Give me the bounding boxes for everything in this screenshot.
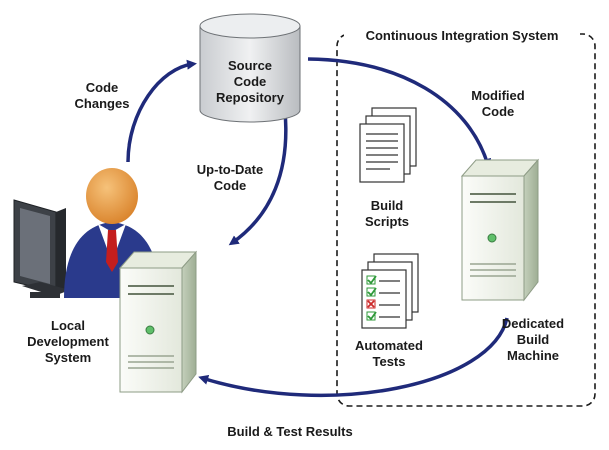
code-changes-label: Code Changes — [62, 80, 142, 112]
source-repo-label: Source Code Repository — [205, 58, 295, 106]
source-repo-line-1: Source — [227, 58, 273, 73]
modified-code-line-1: Modified — [471, 88, 525, 103]
build-machine-line-3: Machine — [506, 348, 559, 363]
arrow-code-changes — [126, 59, 197, 163]
source-repo-line-2: Code — [233, 74, 267, 89]
modified-code-label: Modified Code — [458, 88, 538, 120]
code-changes-line-1: Code — [85, 80, 119, 95]
modified-code-line-2: Code — [481, 104, 515, 119]
local-server-icon — [118, 250, 198, 394]
build-test-results-label: Build & Test Results — [227, 424, 353, 439]
build-machine-line-2: Build — [516, 332, 550, 347]
build-machine-label: Dedicated Build Machine — [488, 316, 578, 364]
source-repository-icon — [199, 13, 301, 123]
arrow-up-to-date-code — [228, 111, 288, 246]
build-scripts-line-1: Build — [370, 198, 404, 213]
ci-system-title: Continuous Integration System — [344, 28, 580, 44]
arrow-build-test-results — [198, 317, 509, 398]
local-dev-line-2: Development — [27, 334, 109, 349]
automated-tests-line-2: Tests — [372, 354, 406, 369]
local-dev-label: Local Development System — [18, 318, 118, 366]
local-dev-line-1: Local — [51, 318, 85, 333]
up-to-date-line-1: Up-to-Date — [196, 162, 264, 177]
automated-tests-line-1: Automated — [355, 338, 423, 353]
build-machine-icon — [460, 158, 540, 302]
up-to-date-line-2: Code — [213, 178, 247, 193]
local-dev-line-3: System — [44, 350, 92, 365]
build-machine-line-1: Dedicated — [501, 316, 565, 331]
source-repo-line-3: Repository — [216, 90, 284, 105]
build-scripts-icon — [359, 107, 417, 183]
automated-tests-label: Automated Tests — [346, 338, 432, 370]
automated-tests-icon — [361, 253, 419, 329]
monitor-icon — [13, 199, 70, 298]
build-scripts-line-2: Scripts — [364, 214, 410, 229]
arrow-modified-code — [307, 57, 492, 169]
code-changes-line-2: Changes — [74, 96, 130, 111]
build-scripts-label: Build Scripts — [352, 198, 422, 230]
up-to-date-code-label: Up-to-Date Code — [186, 162, 274, 194]
